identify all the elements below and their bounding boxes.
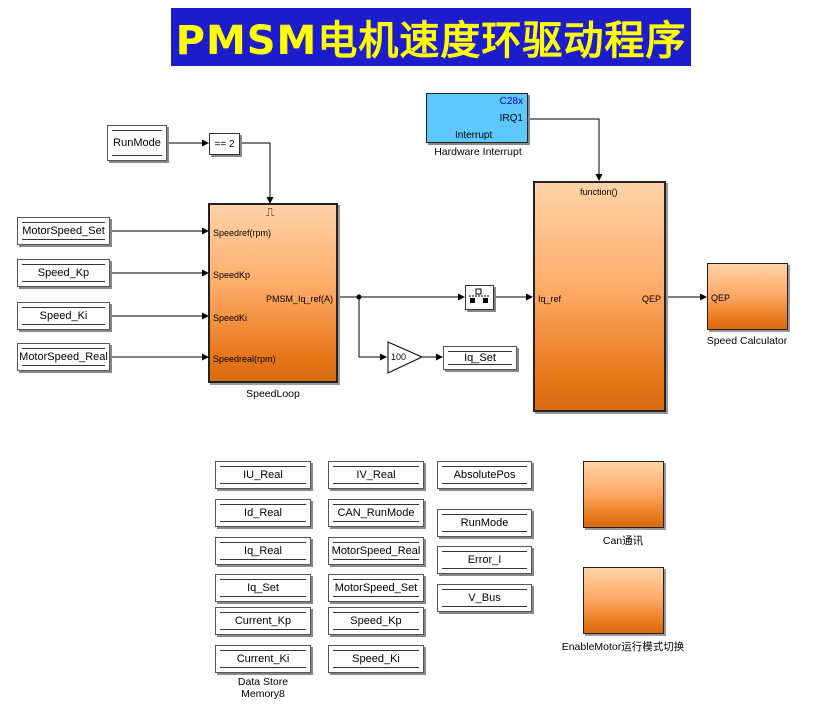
compare-block[interactable]: == 2 bbox=[209, 133, 240, 155]
iqset-store-block[interactable]: Iq_Set bbox=[443, 346, 517, 370]
speed-calculator-caption: Speed Calculator bbox=[706, 335, 788, 347]
datastore-label: IV_Real bbox=[356, 469, 396, 481]
datastore-label: Current_Ki bbox=[236, 653, 290, 665]
datastore-label: Current_Kp bbox=[234, 615, 292, 627]
speedloop-subsystem[interactable]: ⎍ Speedref(rpm) SpeedKp SpeedKi Speedrea… bbox=[208, 203, 338, 383]
datastore-label: Iq_Set bbox=[247, 582, 279, 594]
datastore-label: Speed_Ki bbox=[352, 653, 400, 665]
port-iqref-in: Iq_ref bbox=[538, 294, 562, 304]
datastore-motorspeed-real[interactable]: MotorSpeed_Real bbox=[328, 537, 424, 565]
datastore-id-real[interactable]: Id_Real bbox=[215, 499, 311, 527]
datastore-label: CAN_RunMode bbox=[337, 507, 415, 519]
rate-transition-icon bbox=[469, 288, 489, 303]
enablemotor-caption: EnableMotor运行模式切换 bbox=[561, 641, 685, 653]
function-trigger-label: function() bbox=[580, 187, 618, 197]
port-speedref: Speedref(rpm) bbox=[213, 228, 272, 238]
datastore-current-kp[interactable]: Current_Kp bbox=[215, 607, 311, 635]
gain-value[interactable]: 100 bbox=[391, 352, 407, 362]
datastore-motorspeed-set[interactable]: MotorSpeed_Set bbox=[328, 574, 424, 602]
datastore-label: AbsolutePos bbox=[453, 469, 516, 481]
port-speedkp: SpeedKp bbox=[213, 270, 251, 280]
datastore-iq-real[interactable]: Iq_Real bbox=[215, 537, 311, 565]
datastore-label: Speed_Kp bbox=[350, 615, 402, 627]
datastore-label: Iq_Real bbox=[244, 545, 282, 557]
page-title: PMSM电机速度环驱动程序 bbox=[175, 18, 687, 64]
port-speedki: SpeedKi bbox=[213, 313, 248, 323]
interrupt-label: Interrupt bbox=[455, 130, 493, 141]
datastore-runmode[interactable]: RunMode bbox=[437, 509, 532, 537]
interrupt-target: C28x bbox=[499, 96, 523, 107]
datastore-label: Error_I bbox=[467, 554, 502, 566]
input-label: MotorSpeed_Set bbox=[22, 225, 105, 237]
datastore-iq-set[interactable]: Iq_Set bbox=[215, 574, 311, 602]
datastore-label: IU_Real bbox=[243, 469, 283, 481]
input-speed-kp[interactable]: Speed_Kp bbox=[17, 259, 110, 287]
input-motorspeed-real[interactable]: MotorSpeed_Real bbox=[17, 343, 110, 371]
input-label: Speed_Ki bbox=[39, 310, 88, 322]
datastore-caption: Data Store Memory8 bbox=[237, 676, 289, 700]
datastore-v-bus[interactable]: V_Bus bbox=[437, 584, 532, 612]
interrupt-port: IRQ1 bbox=[499, 113, 523, 124]
port-speedreal: Speedreal(rpm) bbox=[213, 354, 276, 364]
branch-point bbox=[356, 294, 362, 300]
datastore-label: MotorSpeed_Set bbox=[334, 582, 418, 594]
datastore-label: RunMode bbox=[460, 517, 509, 529]
iqset-label: Iq_Set bbox=[464, 352, 496, 364]
datastore-label: MotorSpeed_Real bbox=[331, 545, 421, 557]
function-call-subsystem[interactable]: function() Iq_ref QEP bbox=[533, 181, 666, 412]
input-label: MotorSpeed_Real bbox=[19, 351, 108, 363]
datastore-speed-ki[interactable]: Speed_Ki bbox=[328, 645, 424, 673]
input-label: Speed_Kp bbox=[37, 267, 90, 279]
input-motorspeed-set[interactable]: MotorSpeed_Set bbox=[17, 217, 110, 245]
speedloop-caption: SpeedLoop bbox=[246, 388, 300, 400]
speed-calculator-block[interactable]: QEP bbox=[707, 263, 788, 330]
wire-gain bbox=[358, 297, 387, 361]
runmode-source-label: RunMode bbox=[113, 137, 161, 149]
datastore-can-runmode[interactable]: CAN_RunMode bbox=[328, 499, 424, 527]
compare-label: == 2 bbox=[214, 138, 235, 150]
hardware-interrupt-block[interactable]: C28x IRQ1 Interrupt bbox=[426, 93, 528, 143]
datastore-error-i[interactable]: Error_I bbox=[437, 546, 532, 574]
wire-compare-trigger bbox=[240, 142, 274, 204]
port-qep-in: QEP bbox=[711, 293, 731, 303]
gain-block-shape bbox=[387, 341, 424, 374]
datastore-label: V_Bus bbox=[468, 592, 501, 604]
interrupt-caption: Hardware Interrupt bbox=[434, 146, 522, 158]
datastore-absolutepos[interactable]: AbsolutePos bbox=[437, 461, 532, 489]
datastore-iu-real[interactable]: IU_Real bbox=[215, 461, 311, 489]
wire-irq bbox=[528, 118, 603, 181]
port-iqref-out: PMSM_Iq_ref(A) bbox=[265, 294, 333, 304]
title-banner: PMSM电机速度环驱动程序 bbox=[171, 8, 691, 66]
port-qep-out: QEP bbox=[641, 294, 661, 304]
can-subsystem[interactable] bbox=[583, 461, 664, 528]
input-speed-ki[interactable]: Speed_Ki bbox=[17, 302, 110, 330]
datastore-speed-kp[interactable]: Speed_Kp bbox=[328, 607, 424, 635]
enablemotor-subsystem[interactable] bbox=[583, 567, 664, 634]
rate-transition-block[interactable] bbox=[465, 285, 494, 310]
runmode-source-block[interactable]: RunMode bbox=[107, 125, 167, 161]
can-caption: Can通讯 bbox=[602, 535, 644, 547]
datastore-label: Id_Real bbox=[244, 507, 282, 519]
trigger-icon: ⎍ bbox=[266, 205, 275, 219]
datastore-current-ki[interactable]: Current_Ki bbox=[215, 645, 311, 673]
datastore-iv-real[interactable]: IV_Real bbox=[328, 461, 424, 489]
